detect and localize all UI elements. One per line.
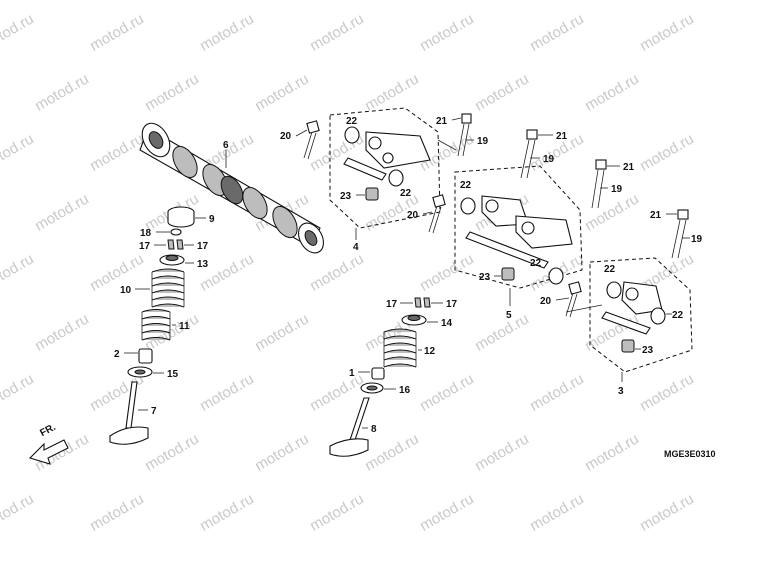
valve-7 <box>109 381 149 445</box>
callout-22a: 22 <box>346 116 358 127</box>
callout-14: 14 <box>441 318 453 329</box>
callout-12: 12 <box>424 346 436 357</box>
rocker-arm-4 <box>343 131 431 181</box>
callout-21a: 21 <box>436 116 448 127</box>
callout-15: 15 <box>167 369 179 380</box>
callout-19c: 19 <box>611 184 623 195</box>
washer-22-c <box>460 197 476 215</box>
callout-22f: 22 <box>672 310 684 321</box>
stud-19-c <box>591 159 607 209</box>
callout-7: 7 <box>151 406 157 417</box>
cotter-17-left <box>167 239 184 250</box>
callout-17b: 17 <box>197 241 209 252</box>
callout-19a: 19 <box>477 136 489 147</box>
assembly-5-outline <box>454 165 583 289</box>
callout-19d: 19 <box>691 234 703 245</box>
callout-20c: 20 <box>540 296 552 307</box>
guide-1 <box>371 367 385 380</box>
cotter-17-right <box>414 297 431 308</box>
callout-17d: 17 <box>446 299 458 310</box>
spring-10 <box>151 268 185 308</box>
washer-22-b <box>388 169 404 187</box>
callout-8: 8 <box>371 424 377 435</box>
washer-22-d <box>548 267 564 285</box>
callout-11: 11 <box>179 321 190 332</box>
valve-8 <box>329 397 370 457</box>
callout-17c: 17 <box>386 299 398 310</box>
callout-23a: 23 <box>340 191 352 202</box>
diagram-code: MGE3E0310 <box>664 449 716 459</box>
assembly-4-outline <box>329 107 441 229</box>
bolt-20-a <box>303 120 320 160</box>
guide-2 <box>138 348 153 364</box>
retainer-14 <box>401 314 427 326</box>
callout-4: 4 <box>353 242 359 253</box>
callout-10: 10 <box>120 285 132 296</box>
shim-9 <box>167 206 195 228</box>
callout-3: 3 <box>618 386 624 397</box>
callout-21c: 21 <box>623 162 635 173</box>
callout-20b: 20 <box>407 210 419 221</box>
callout-6: 6 <box>223 140 229 151</box>
callout-17a: 17 <box>139 241 151 252</box>
callout-22d: 22 <box>530 258 542 269</box>
callout-19b: 19 <box>543 154 555 165</box>
assembly-3-outline <box>589 257 693 373</box>
callout-20a: 20 <box>280 131 292 142</box>
stud-19-a <box>457 113 472 157</box>
callout-22b: 22 <box>400 188 412 199</box>
callout-21d: 21 <box>650 210 662 221</box>
washer-22-f <box>650 307 666 325</box>
front-direction-arrow-icon <box>28 439 69 465</box>
stud-19-d <box>671 209 689 259</box>
shaft-pin-23-a <box>365 187 379 201</box>
washer-22-a <box>344 126 360 144</box>
shaft-pin-23-b <box>501 267 515 281</box>
callout-23b: 23 <box>479 272 491 283</box>
callout-5: 5 <box>506 310 512 321</box>
seal-15 <box>127 366 153 378</box>
seal-16 <box>360 382 384 394</box>
callout-22e: 22 <box>604 264 616 275</box>
stud-19-b <box>520 129 538 179</box>
shaft-pin-23-c <box>621 339 635 353</box>
rocker-arm-3 <box>601 281 663 335</box>
callout-23c: 23 <box>642 345 654 356</box>
pad-18 <box>170 228 182 236</box>
bolt-20-b <box>428 194 446 234</box>
retainer-13 <box>159 254 185 266</box>
camshaft <box>139 122 324 254</box>
callout-13: 13 <box>197 259 209 270</box>
spring-11 <box>141 309 171 341</box>
callout-22c: 22 <box>460 180 472 191</box>
washer-22-e <box>606 281 622 299</box>
callout-1: 1 <box>349 368 355 379</box>
callout-9: 9 <box>209 214 215 225</box>
callout-21b: 21 <box>556 131 568 142</box>
callout-2: 2 <box>114 349 120 360</box>
rocker-arm-5 <box>465 195 573 269</box>
callout-18: 18 <box>140 228 152 239</box>
spring-12 <box>383 328 417 368</box>
callout-16: 16 <box>399 385 411 396</box>
